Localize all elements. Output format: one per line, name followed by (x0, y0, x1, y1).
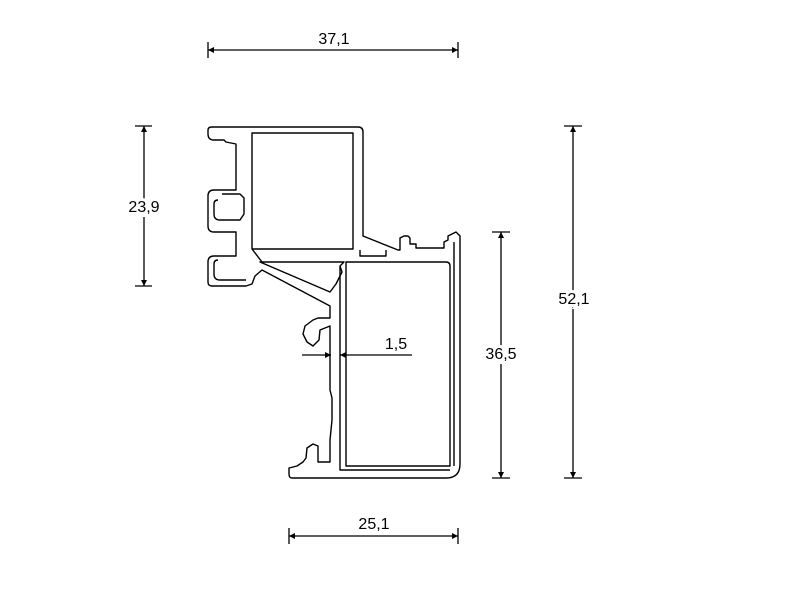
profile-cross-section (207, 126, 461, 479)
dimension-right-overall-height: 52,1 (555, 125, 593, 479)
dimension-bottom-width: 25,1 (288, 516, 459, 544)
dimension-bottom-width-label: 25,1 (358, 516, 389, 533)
profile-upper-cavity (251, 132, 354, 250)
profile-diagonal-inner (251, 248, 263, 263)
dimension-wall-thickness-label: 1,5 (385, 336, 407, 353)
profile-outer-contour (207, 126, 461, 479)
profile-lower-chamber-wall (339, 266, 450, 471)
dimension-inner-height-label: 36,5 (485, 346, 516, 363)
dimension-wall-thickness: 1,5 (302, 336, 412, 358)
profile-top-lip (359, 250, 387, 257)
profile-left-fin-lower (213, 259, 246, 281)
profile-lower-chamber (345, 261, 451, 467)
dimension-top-width: 37,1 (207, 31, 459, 58)
dimension-left-height: 23,9 (125, 125, 163, 287)
dimension-top-width-label: 37,1 (318, 31, 349, 48)
dimension-right-overall-height-label: 52,1 (558, 291, 589, 308)
dimension-inner-height: 36,5 (482, 231, 520, 479)
profile-left-fin-upper (213, 193, 245, 221)
dimension-left-height-label: 23,9 (128, 199, 159, 216)
profile-diagonal-web (259, 261, 345, 293)
